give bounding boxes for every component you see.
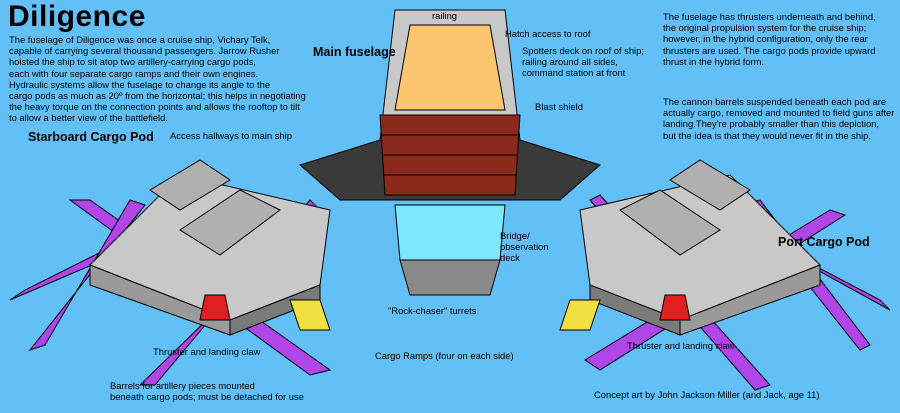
port-cargo-pod: [579, 159, 821, 336]
blast-shield-label: Blast shield: [535, 101, 583, 112]
thruster-label-right: Thruster and landing claw: [627, 340, 735, 351]
main-fuselage: [298, 9, 602, 296]
page-title: Diligence: [8, 0, 146, 33]
cannons-note: The cannon barrels suspended beneath eac…: [663, 96, 895, 141]
spotters-deck-label: Spotters deck on roof of ship; railing a…: [522, 45, 644, 79]
starboard-pod-label: Starboard Cargo Pod: [28, 130, 154, 144]
port-pod-label: Port Cargo Pod: [778, 235, 870, 249]
thruster-label-left: Thruster and landing claw: [153, 346, 261, 357]
credit-label: Concept art by John Jackson Miller (and …: [594, 389, 820, 400]
cargo-ramps: [289, 299, 601, 331]
bridge-label: Bridge/ observation deck: [500, 230, 549, 264]
intro-text: The fuselage of Diligence was once a cru…: [9, 34, 306, 124]
railing-label: railing: [432, 10, 458, 21]
thrusters-note: The fuselage has thrusters underneath an…: [663, 11, 876, 67]
barrels-label: Barrels for artillery pieces mounted ben…: [110, 380, 304, 403]
access-hallways-label: Access hallways to main ship: [170, 130, 292, 141]
main-fuselage-label: Main fuselage: [313, 45, 396, 59]
hatch-label: Hatch access to roof: [505, 28, 591, 39]
thrusters: [199, 294, 691, 321]
starboard-cargo-pod: [89, 159, 331, 336]
turrets-label: "Rock-chaser" turrets: [388, 305, 477, 316]
cargo-ramps-label: Cargo Ramps (four on each side): [375, 350, 514, 361]
